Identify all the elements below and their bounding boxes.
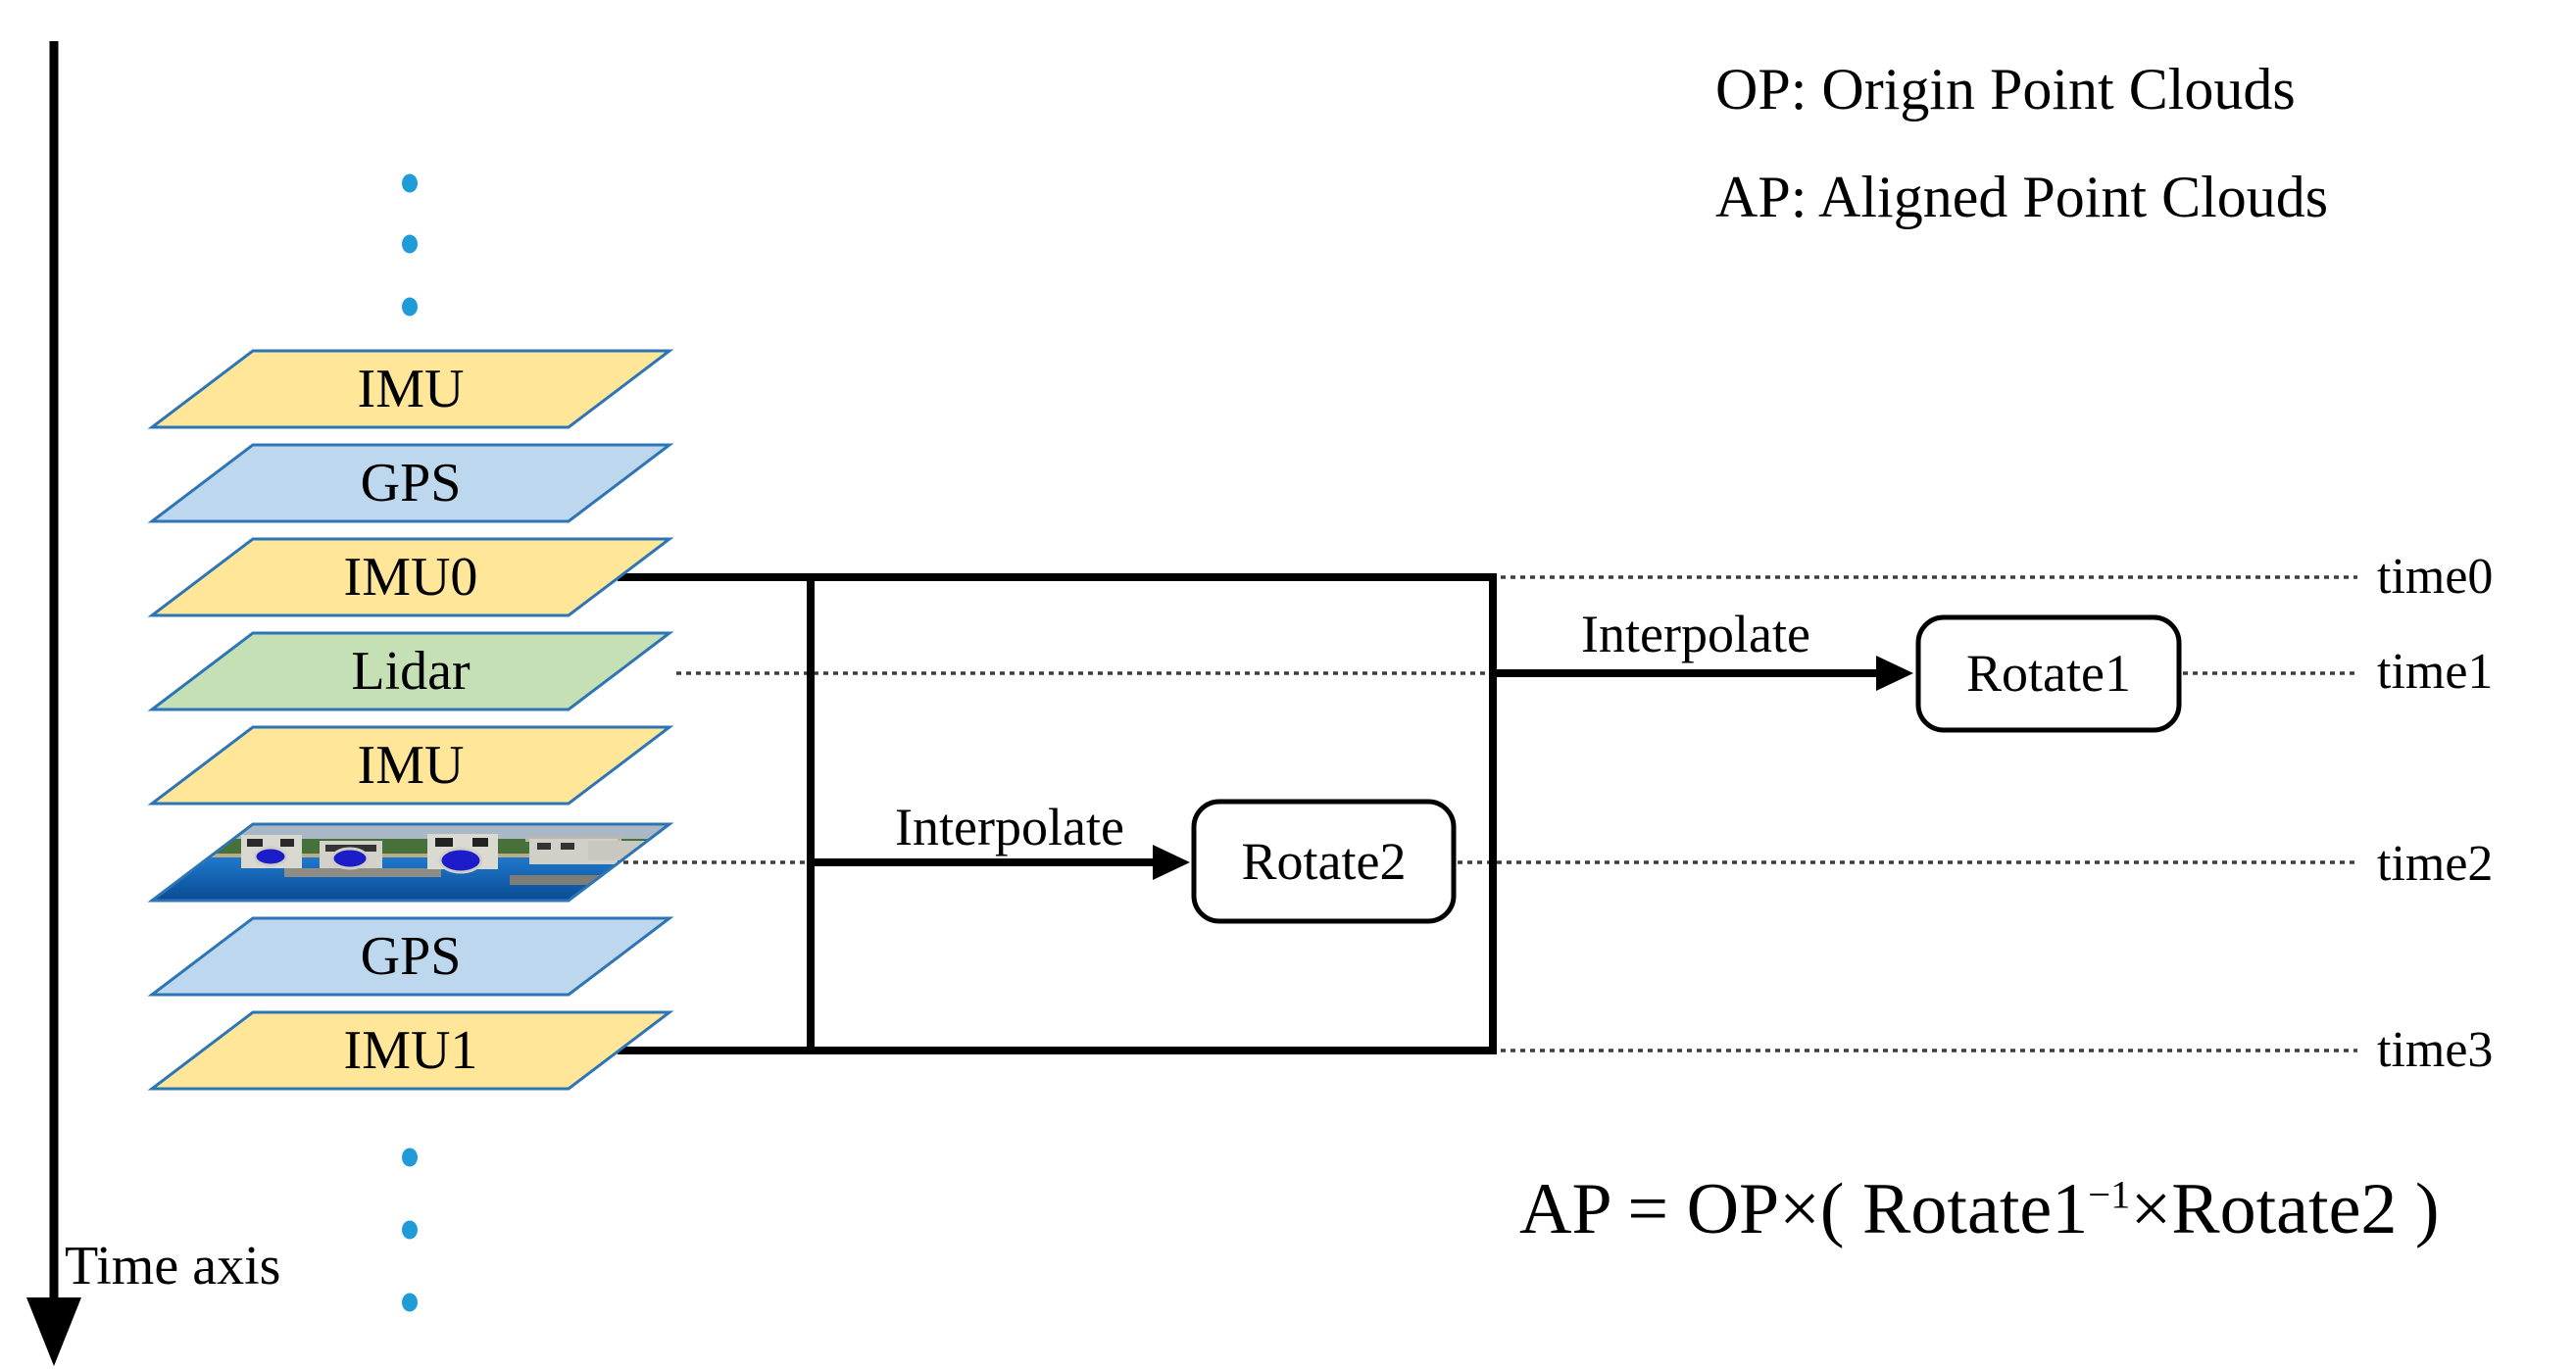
arrowhead-rotate2 [1153,845,1190,880]
formula-suffix: ×Rotate2 ) [2130,1169,2440,1249]
time2-label: time2 [2377,836,2494,892]
sensor-label-imu-1: IMU [357,359,465,419]
camera-scene [152,834,669,901]
time1-label: time1 [2377,644,2494,700]
ellipsis-dots-top [402,173,418,317]
time3-label: time3 [2377,1022,2494,1078]
interpolate-label-1: Interpolate [1581,605,1810,663]
parallelogram-imu-2 [147,725,674,806]
time-axis-label: Time axis [65,1236,281,1296]
sensor-label-imu-2: IMU [357,735,465,796]
parallelogram-lidar [147,631,674,711]
time-axis-arrowhead [26,1297,81,1366]
arrowhead-rotate1 [1876,656,1913,691]
parallelogram-gps-2 [147,916,674,997]
formula-superscript: −1 [2088,1172,2131,1217]
legend-ap: AP: Aligned Point Clouds [1715,165,2329,229]
sensor-label-lidar: Lidar [351,641,471,702]
time-axis-arrow [26,41,81,1366]
ellipsis-dots-bottom [402,1148,418,1312]
parallelogram-gps-1 [147,443,674,523]
camera-lens-icon [253,846,288,867]
dotted-time-lines [623,575,2357,1052]
interpolate-label-2: Interpolate [895,798,1124,856]
rotate2-box [1191,799,1457,924]
sensor-label-imu0: IMU0 [343,547,478,608]
parallelogram-imu0 [147,537,674,617]
parallelogram-imu-1 [147,349,674,429]
rotate2-label: Rotate2 [1241,832,1407,891]
sensor-label-gps-1: GPS [360,453,462,513]
interpolate-arrow-to-rotate1 [1493,656,1913,691]
alignment-formula: AP = OP×( Rotate1−1×Rotate2 ) [1519,1168,2440,1251]
parallelogram-camera-image [147,822,674,903]
interpolate-arrow-to-rotate2 [811,845,1190,880]
parallelogram-imu1 [147,1010,674,1091]
rotate1-box [1915,614,2182,733]
sensor-label-gps-2: GPS [360,926,462,987]
interpolation-window-rect [618,573,1497,1054]
legend-op: OP: Origin Point Clouds [1715,57,2296,122]
rotate1-label: Rotate1 [1966,644,2131,703]
time0-label: time0 [2377,549,2494,605]
sensor-label-imu1: IMU1 [343,1020,478,1081]
formula-prefix: AP = OP×( Rotate1 [1519,1169,2089,1249]
camera-lens-icon [330,847,370,870]
camera-lens-icon [438,847,483,874]
